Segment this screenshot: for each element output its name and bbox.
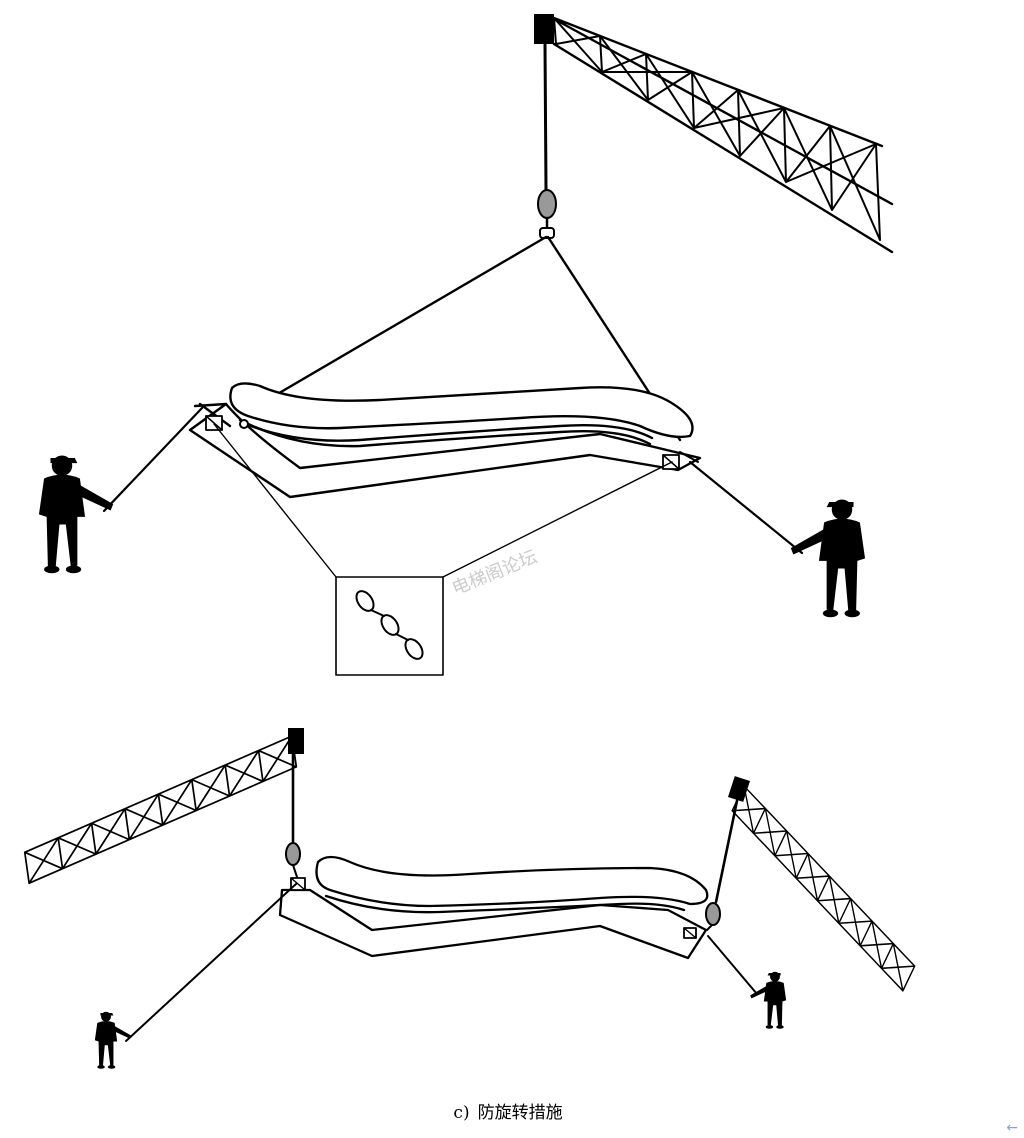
worker-right-top: [790, 498, 866, 618]
chain-detail-callout: [213, 423, 673, 676]
crane-boom-left-bottom: [13, 728, 309, 885]
hook-assembly-top: [537, 42, 557, 239]
tag-lines-bottom: [125, 883, 758, 1042]
worker-right-bottom: [749, 971, 787, 1030]
worker-left-top: [38, 454, 114, 574]
escalator-truss-bottom: [278, 855, 709, 960]
figure-caption: c) 防旋转措施: [0, 1098, 1024, 1123]
caption-text: 防旋转措施: [477, 1103, 563, 1123]
escalator-truss-top: [188, 382, 702, 499]
crane-boom-right-bottom: [701, 776, 946, 992]
caption-label: c): [453, 1103, 470, 1123]
arrow-left-icon[interactable]: ←: [1006, 1120, 1018, 1136]
hook-assembly-right-bottom: [705, 794, 740, 931]
crane-boom-top: [534, 14, 894, 254]
hook-assembly-left-bottom: [285, 752, 301, 881]
watermark-text: 电梯阁论坛: [449, 546, 540, 599]
tag-lines-top: [102, 406, 804, 555]
